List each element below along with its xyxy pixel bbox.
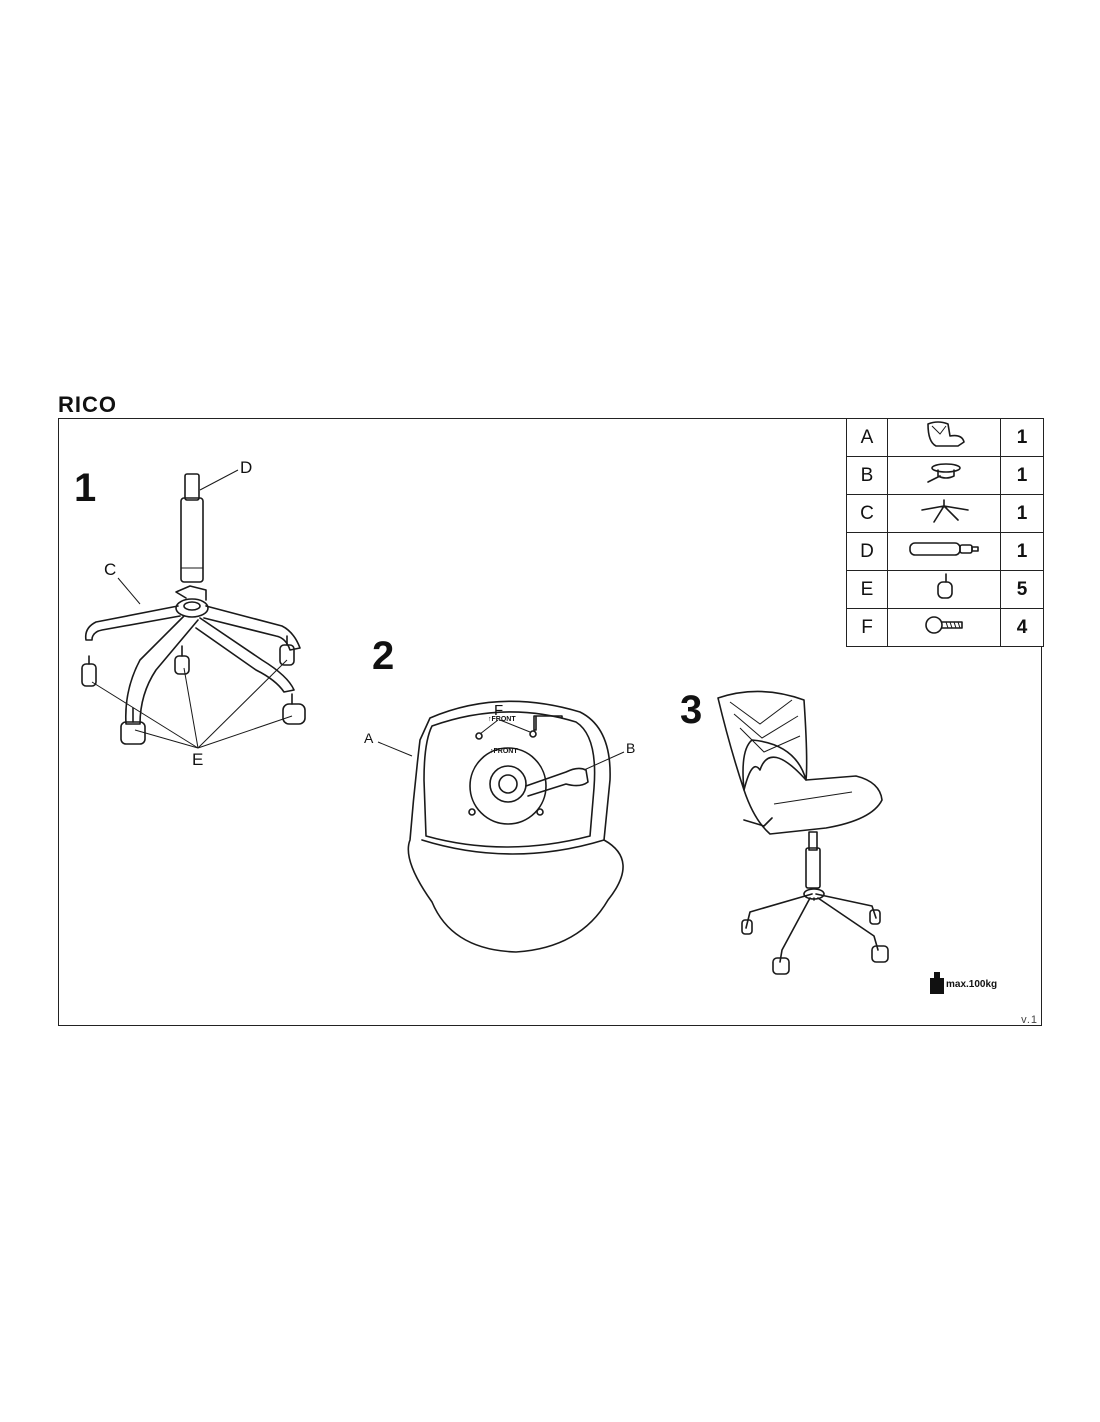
step3-illustration <box>717 690 889 975</box>
parts-row: D 1 <box>846 532 1044 571</box>
tilt-mechanism-icon <box>887 456 1001 495</box>
callout-d: D <box>240 458 253 477</box>
front-label-plate-text: FRONT <box>493 748 518 755</box>
gas-lift-icon <box>887 532 1001 571</box>
front-label-plate: ↑FRONT <box>490 748 518 755</box>
part-qty: 1 <box>1000 532 1044 571</box>
part-letter: B <box>846 456 888 495</box>
part-qty: 1 <box>1000 456 1044 495</box>
part-qty: 1 <box>1000 494 1044 533</box>
step-number-3: 3 <box>680 688 703 732</box>
part-letter: A <box>846 418 888 457</box>
parts-table: A 1 B 1 C 1 D 1 E 5 F 4 <box>846 418 1044 647</box>
screw-icon <box>887 608 1001 647</box>
seat-shell-icon <box>887 418 1001 457</box>
max-load-label: max.100kg <box>946 979 998 990</box>
callout-b: B <box>626 740 636 756</box>
instruction-frame <box>58 418 1042 1026</box>
step-number-1: 1 <box>74 466 97 510</box>
step2-illustration <box>377 700 625 953</box>
callout-a: A <box>364 730 374 746</box>
document-title: RICO <box>58 392 117 417</box>
part-qty: 1 <box>1000 418 1044 457</box>
parts-row: F 4 <box>846 608 1044 647</box>
front-label-top-text: FRONT <box>491 716 516 723</box>
part-letter: D <box>846 532 888 571</box>
part-qty: 5 <box>1000 570 1044 609</box>
step1-illustration <box>81 469 306 749</box>
parts-row: E 5 <box>846 570 1044 609</box>
front-label-top: ↑FRONT <box>488 716 516 723</box>
part-letter: E <box>846 570 888 609</box>
parts-row: C 1 <box>846 494 1044 533</box>
callout-e: E <box>192 750 204 769</box>
version-label: v.1 <box>1021 1014 1038 1026</box>
part-letter: C <box>846 494 888 533</box>
part-qty: 4 <box>1000 608 1044 647</box>
step-number-2: 2 <box>372 634 395 678</box>
callout-f: F <box>494 702 504 719</box>
parts-row: A 1 <box>846 418 1044 457</box>
weight-icon <box>930 972 944 994</box>
parts-row: B 1 <box>846 456 1044 495</box>
part-letter: F <box>846 608 888 647</box>
star-base-icon <box>887 494 1001 533</box>
callout-c: C <box>104 560 117 579</box>
caster-icon <box>887 570 1001 609</box>
